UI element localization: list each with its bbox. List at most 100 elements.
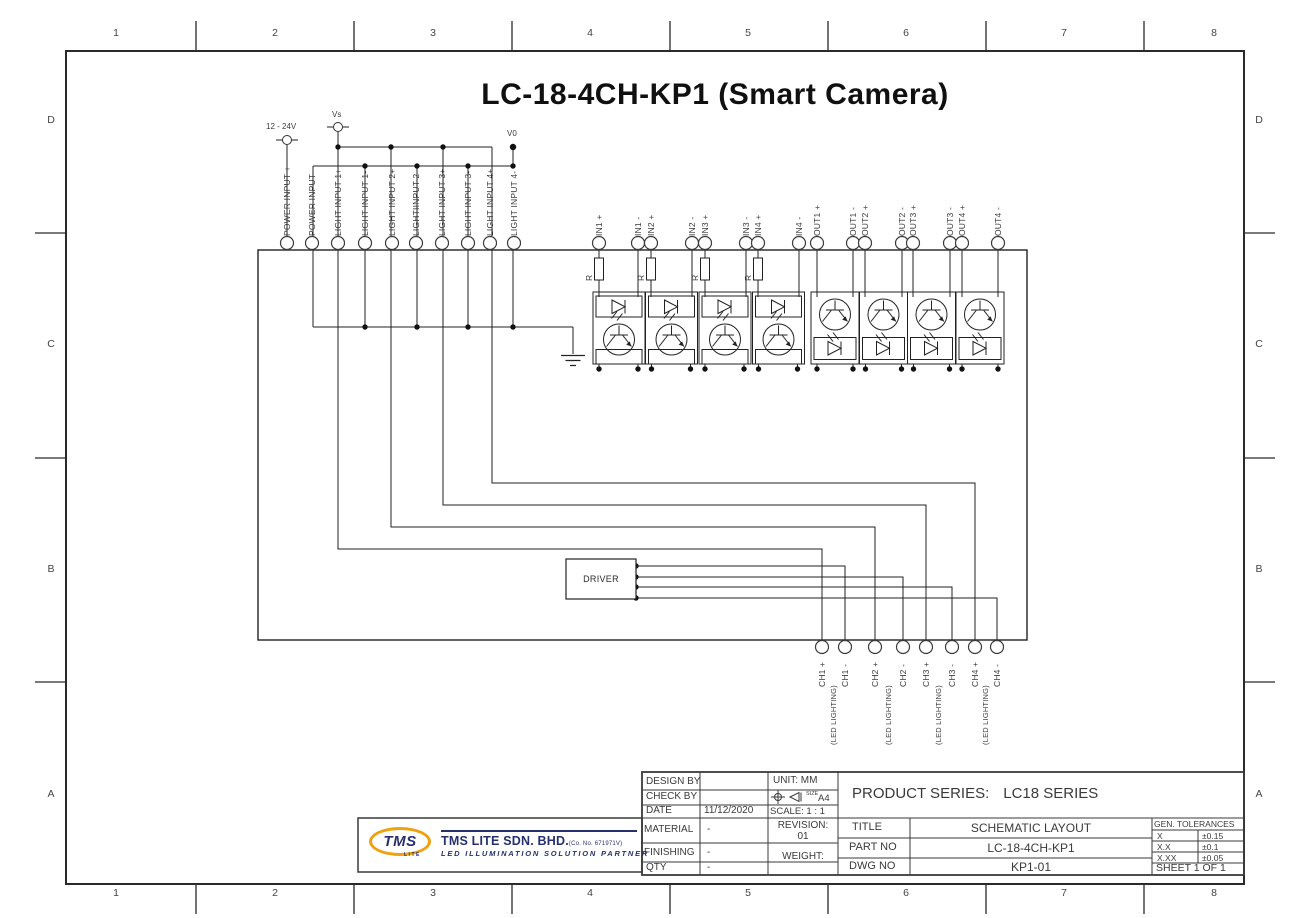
finishing-label: FINISHING bbox=[644, 847, 695, 858]
company-reg-no: (Co. No. 671971V) bbox=[568, 841, 623, 847]
resistor-symbols bbox=[594, 257, 763, 281]
qty-label: QTY bbox=[646, 862, 667, 873]
logo-company-block: TMS LITE SDN. BHD.(Co. No. 671971V) LED … bbox=[441, 830, 647, 858]
scale-label: SCALE: 1 : 1 bbox=[770, 806, 825, 817]
channel-label: CH1 - bbox=[840, 663, 850, 687]
tolerance-value: ±0.1 bbox=[1202, 842, 1219, 852]
tolerance-value: ±0.15 bbox=[1202, 831, 1224, 841]
drawing-title: LC-18-4CH-KP1 (Smart Camera) bbox=[481, 78, 949, 111]
channel-label: CH2 - bbox=[898, 663, 908, 687]
company-name: TMS LITE SDN. BHD.(Co. No. 671971V) bbox=[441, 834, 623, 848]
wiring bbox=[276, 126, 999, 640]
product-series-label: PRODUCT SERIES: bbox=[852, 785, 990, 802]
terminal-label: LIGHT INPUT 1- bbox=[360, 170, 370, 236]
finishing-value: - bbox=[707, 847, 711, 858]
border-row-label: A bbox=[1255, 788, 1263, 800]
projection-symbol-icon bbox=[771, 790, 802, 804]
driver-box bbox=[565, 558, 637, 600]
led-lighting-label: (LED LIGHTING) bbox=[884, 685, 893, 745]
border-row-label: B bbox=[1255, 563, 1263, 575]
title-block-grid bbox=[357, 771, 1245, 876]
dwg-no-value: KP1-01 bbox=[1010, 860, 1052, 874]
vs-label: Vs bbox=[332, 110, 342, 119]
tms-logo-lite-text: LITE bbox=[404, 852, 421, 858]
border-col-label: 8 bbox=[1211, 887, 1217, 899]
sheet-label: SHEET 1 OF 1 bbox=[1156, 862, 1226, 874]
led-lighting-label: (LED LIGHTING) bbox=[981, 685, 990, 745]
terminal-label: OUT2 + bbox=[860, 204, 870, 236]
driver-label: DRIVER bbox=[583, 574, 619, 584]
product-series: PRODUCT SERIES: LC18 SERIES bbox=[852, 785, 1098, 802]
border-row-label: D bbox=[1255, 114, 1263, 126]
terminal-label: LIGHTIINPUT 2- bbox=[411, 170, 421, 236]
border-col-label: 7 bbox=[1061, 887, 1067, 899]
terminal-label: LIGHT INPUT 1+ bbox=[333, 168, 343, 236]
output-optocouplers bbox=[810, 291, 1005, 373]
channel-label: CH3 - bbox=[947, 663, 957, 687]
part-no-label: PART NO bbox=[849, 841, 897, 853]
material-label: MATERIAL bbox=[644, 824, 694, 835]
channel-label: CH4 + bbox=[970, 661, 980, 687]
date-value: 11/12/2020 bbox=[704, 805, 754, 816]
border-row-label: C bbox=[1255, 338, 1263, 350]
design-by-label: DESIGN BY bbox=[646, 776, 701, 787]
sheet-frame bbox=[35, 21, 1275, 914]
supply-node-icon bbox=[282, 135, 292, 145]
vs-node-icon bbox=[333, 122, 343, 132]
dwg-no-label: DWG NO bbox=[849, 860, 896, 872]
led-lighting-label: (LED LIGHTING) bbox=[934, 685, 943, 745]
product-series-value: LC18 SERIES bbox=[1003, 785, 1099, 802]
terminal-label: IN3 + bbox=[700, 214, 710, 236]
size-value: A4 bbox=[818, 793, 830, 804]
terminal-label: OUT2 - bbox=[897, 206, 907, 236]
title-label: TITLE bbox=[852, 821, 882, 833]
weight-label: WEIGHT: bbox=[782, 851, 824, 862]
controller-box bbox=[257, 249, 1028, 641]
tms-logo-text: TMS bbox=[383, 833, 417, 850]
tolerance-value: ±0.05 bbox=[1202, 853, 1224, 863]
terminal-label: OUT4 + bbox=[957, 204, 967, 236]
led-lighting-label: (LED LIGHTING) bbox=[829, 685, 838, 745]
terminal-label: OUT3 + bbox=[908, 204, 918, 236]
border-row-label: B bbox=[47, 563, 55, 575]
terminal-label: IN2 + bbox=[646, 214, 656, 236]
border-row-label: A bbox=[47, 788, 55, 800]
terminal-label: IN1 + bbox=[594, 214, 604, 236]
title-value: SCHEMATIC LAYOUT bbox=[970, 821, 1092, 835]
terminal-label: LIGHT INPUT 4- bbox=[509, 170, 519, 236]
material-value: - bbox=[707, 824, 711, 835]
input-optocouplers bbox=[592, 291, 805, 373]
resistor-label: R bbox=[743, 274, 753, 281]
unit-label: UNIT: MM bbox=[773, 775, 818, 786]
part-no-value: LC-18-4CH-KP1 bbox=[987, 841, 1075, 855]
tolerance-key: X.XX bbox=[1157, 853, 1177, 863]
border-col-label: 7 bbox=[1061, 27, 1067, 39]
date-label: DATE bbox=[646, 805, 672, 816]
border-row-label: D bbox=[47, 114, 55, 126]
power-node-icons bbox=[282, 122, 343, 145]
terminal-label: LIGHT INPUT 2+ bbox=[387, 168, 397, 236]
border-col-label: 1 bbox=[113, 887, 119, 899]
tms-logo: TMS bbox=[369, 827, 431, 856]
terminal-label: POWER INPUT + bbox=[282, 166, 292, 236]
v0-label: V0 bbox=[507, 129, 517, 138]
resistor-label: R bbox=[636, 274, 646, 281]
terminal-label: OUT3 - bbox=[945, 206, 955, 236]
border-col-label: 5 bbox=[745, 887, 751, 899]
border-col-label: 6 bbox=[903, 887, 909, 899]
resistor-label: R bbox=[690, 274, 700, 281]
border-col-label: 3 bbox=[430, 27, 436, 39]
terminal-label: OUT4 - bbox=[993, 206, 1003, 236]
channel-label: CH3 + bbox=[921, 661, 931, 687]
terminal-label: OUT1 - bbox=[848, 206, 858, 236]
terminal-label: IN4 + bbox=[753, 214, 763, 236]
terminal-label: IN4 - bbox=[794, 216, 804, 236]
size-label: SIZE bbox=[806, 791, 819, 797]
ground-icon bbox=[561, 354, 585, 367]
revision-label: REVISION: bbox=[777, 820, 829, 831]
border-col-label: 8 bbox=[1211, 27, 1217, 39]
qty-value: - bbox=[707, 862, 711, 873]
check-by-label: CHECK BY bbox=[646, 791, 698, 802]
